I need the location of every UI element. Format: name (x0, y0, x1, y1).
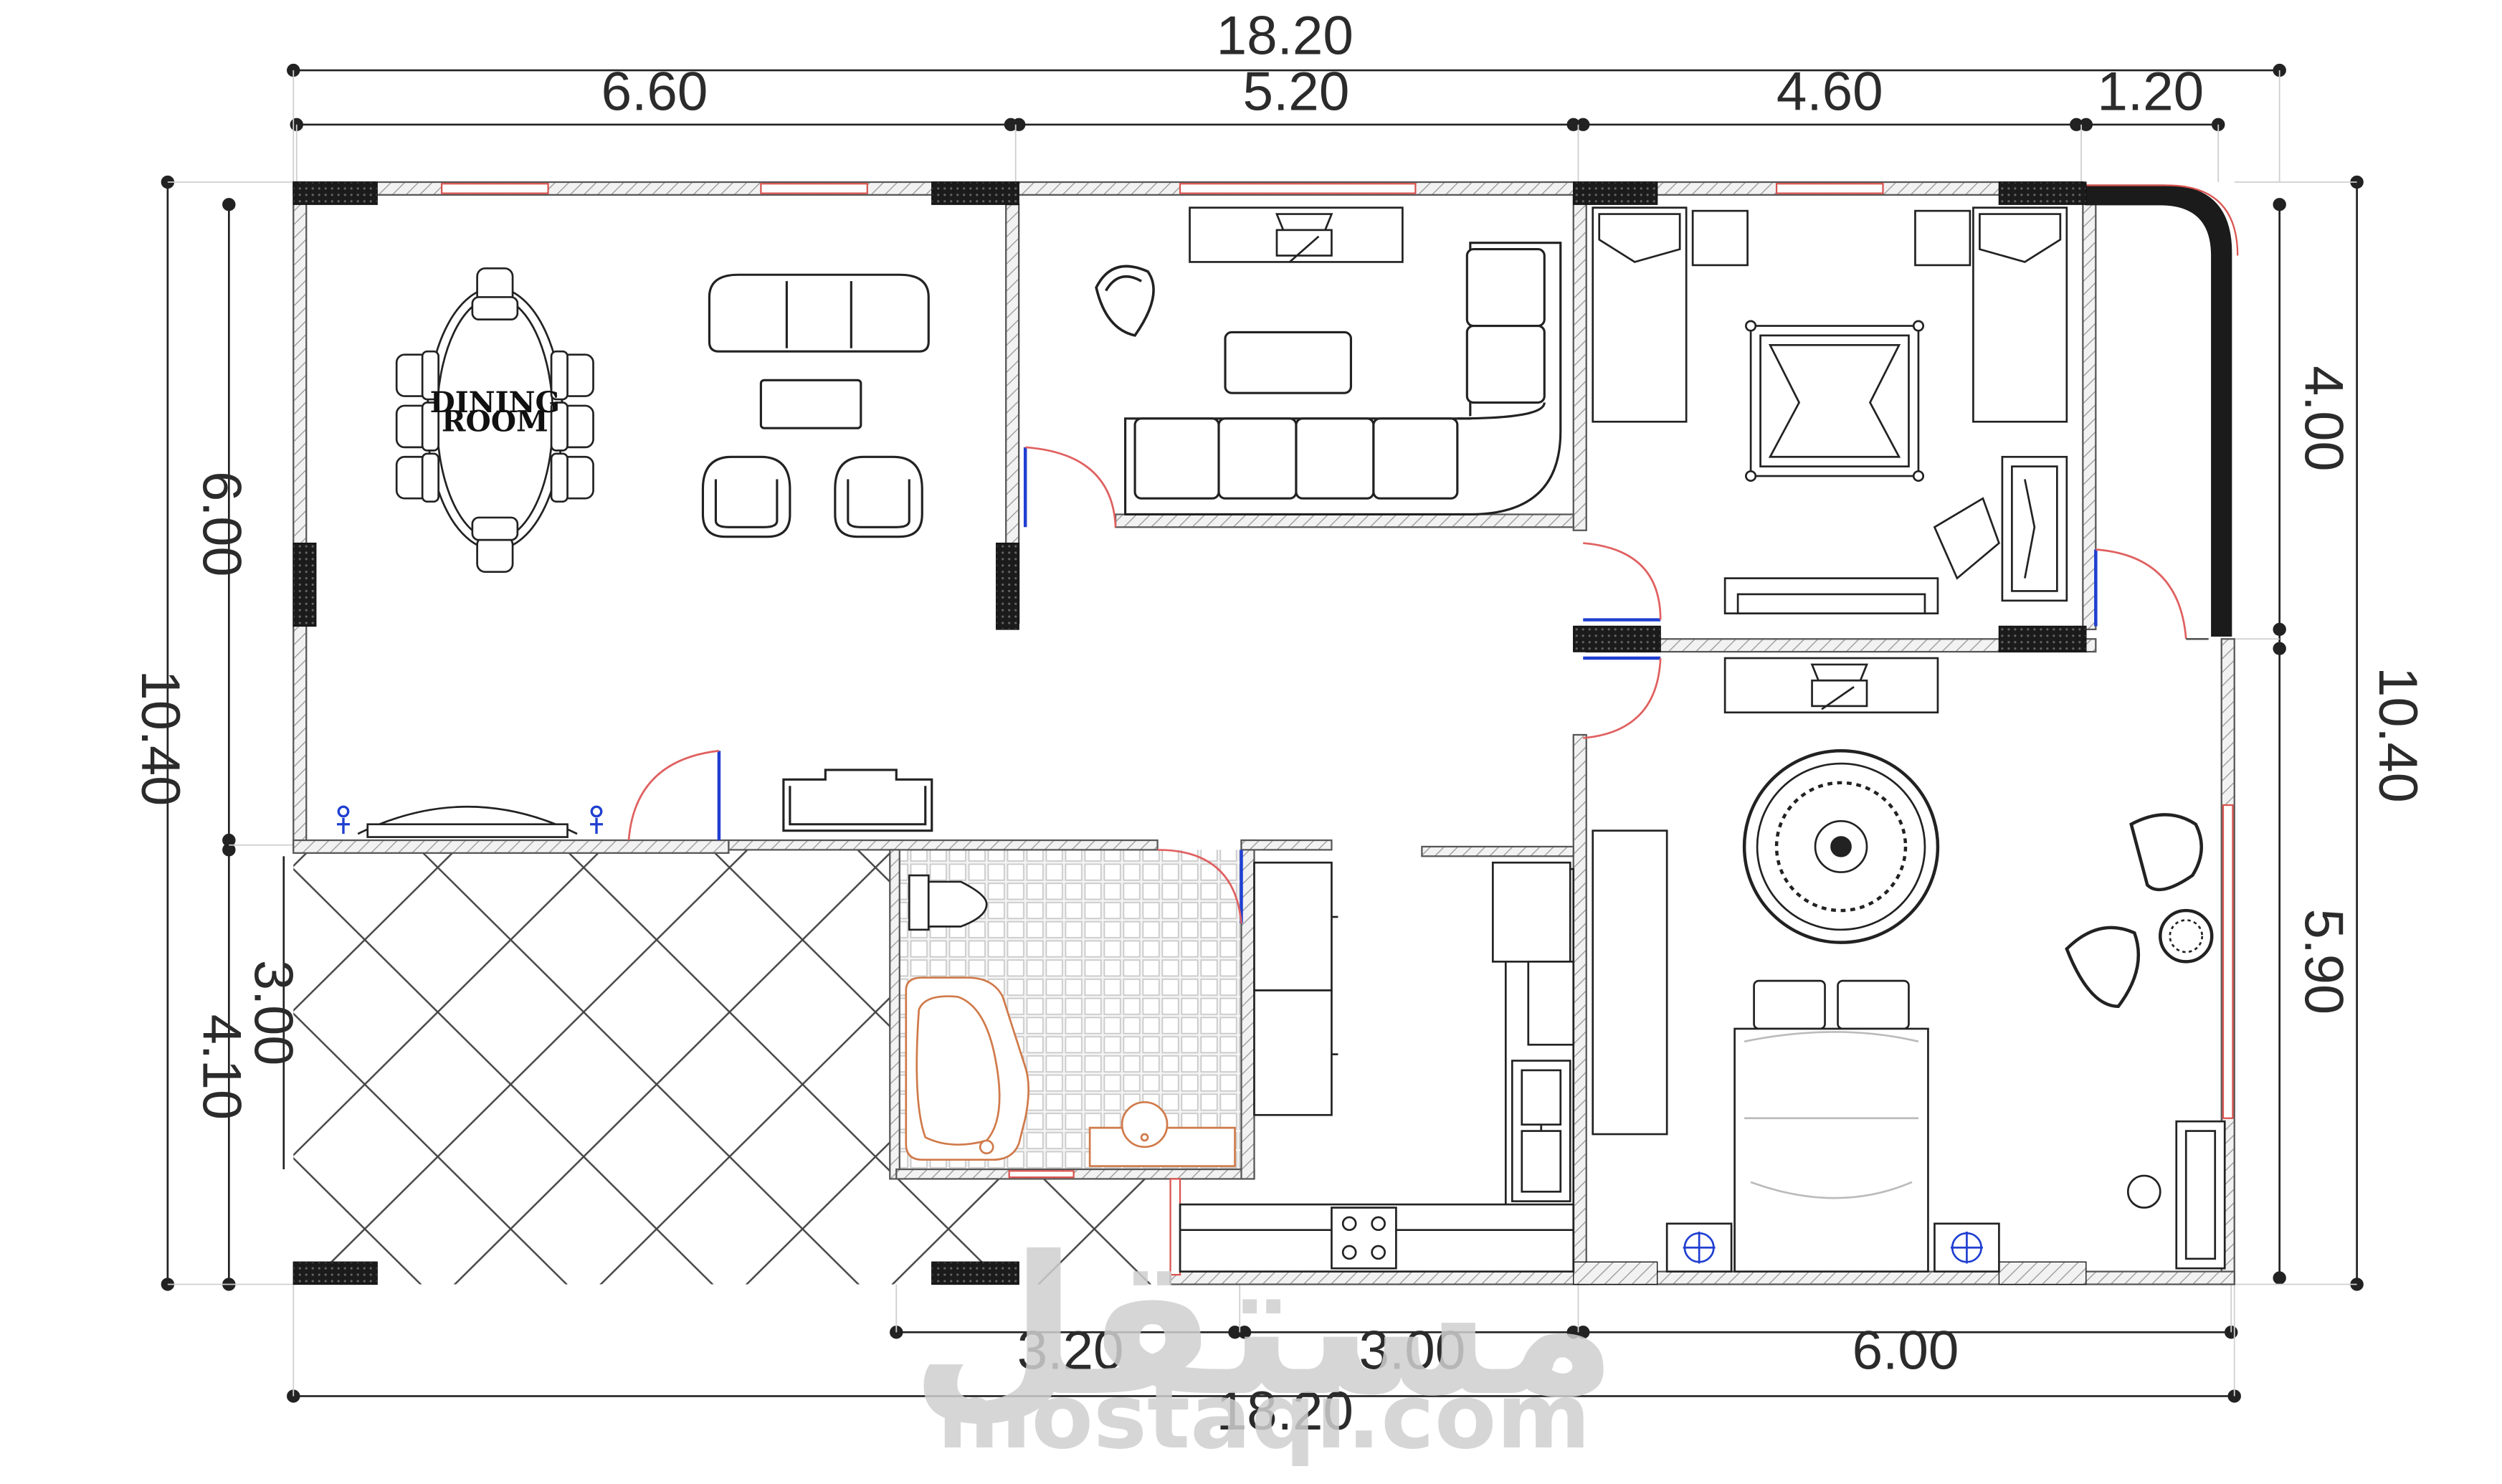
watermark-arabic: مستقل (910, 1216, 1618, 1439)
dim-top-seg-1: 6.60 (601, 62, 708, 123)
dim-top-seg-2: 5.20 (1243, 62, 1350, 123)
dim-right-outer: 10.40 (2367, 667, 2428, 803)
armchairs-dining (701, 455, 923, 538)
dim-right-lower: 5.90 (2293, 909, 2354, 1014)
doors (627, 446, 2209, 924)
terrace-fixtures (357, 806, 578, 838)
curved-corner-wall (2085, 184, 2232, 637)
dim-top-seg-3: 4.60 (1776, 62, 1883, 123)
bathroom-fixtures (905, 874, 1236, 1167)
windows (441, 183, 2234, 1276)
master-bedroom-furniture (1592, 657, 2226, 1273)
room-label-dining-line2: ROOM (442, 404, 548, 439)
dim-top-total: 18.20 (1217, 6, 1354, 67)
dim-right-upper: 4.00 (2293, 366, 2354, 471)
watermark-latin: mostaqi.com (937, 1364, 1590, 1468)
kitchen-fixtures (1179, 861, 1575, 1273)
sideboard (782, 769, 933, 832)
columns (292, 181, 2087, 1285)
dim-left-upper: 6.00 (191, 471, 252, 576)
dim-bottom-seg-1: 3.20 (1017, 1321, 1124, 1381)
sectional-sofa (1124, 242, 1562, 516)
dim-bottom-seg-3: 6.00 (1852, 1321, 1959, 1381)
dim-bottom-total: 18.20 (1217, 1381, 1354, 1442)
watermark: مستقل mostaqi.com (910, 1216, 1618, 1468)
dimension-lines (161, 63, 2364, 1403)
tv-unit-living (1189, 206, 1404, 263)
room-label-dining-line1: DINING (430, 385, 560, 419)
three-seat-sofa (708, 273, 930, 429)
dining-table-set (395, 267, 594, 574)
dim-left-lower-b: 4.10 (191, 1014, 252, 1120)
outdoor-lamps (336, 805, 604, 834)
extension-lines (167, 70, 2357, 1397)
dim-top-seg-4: 1.20 (2097, 62, 2204, 123)
dim-bottom-seg-2: 3.00 (1359, 1321, 1465, 1381)
bedroom1-furniture (1592, 206, 2068, 614)
armchair-living (1095, 265, 1155, 337)
dim-left-outer: 10.40 (130, 670, 191, 807)
